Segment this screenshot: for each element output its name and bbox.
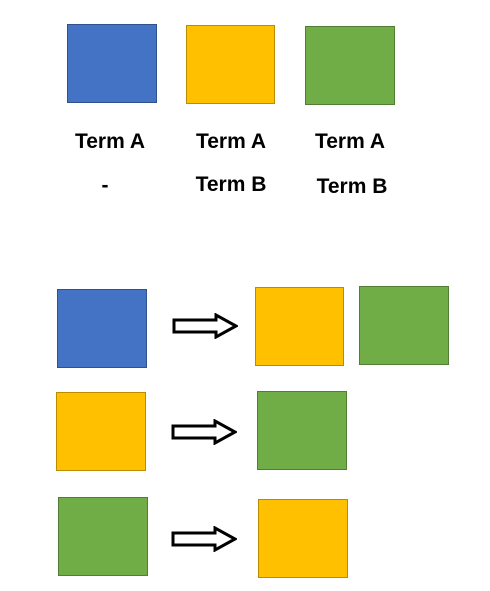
legend-yellow-label-2: Term B [195,173,267,196]
row2-to-green-square [257,391,347,470]
row1-to-green-square [359,286,449,365]
row2-from-yellow-square [56,392,146,471]
hollow-right-arrow-icon [171,419,237,445]
hollow-right-arrow-icon [171,526,237,552]
legend-blue-square [67,24,157,103]
row1-from-blue-square [57,289,147,368]
legend-green-label-2: Term B [316,175,388,198]
legend-green-square [305,26,395,105]
row1-to-yellow-square [255,287,344,366]
hollow-right-arrow-icon [172,313,238,339]
legend-yellow-label-1: Term A [195,130,266,153]
legend-green-label-1: Term A [314,130,385,153]
legend-blue-label-2: - [101,174,109,197]
legend-blue-label-1: Term A [74,130,145,153]
row3-to-yellow-square [258,499,348,578]
legend-yellow-square [186,25,275,104]
row3-from-green-square [58,497,148,576]
